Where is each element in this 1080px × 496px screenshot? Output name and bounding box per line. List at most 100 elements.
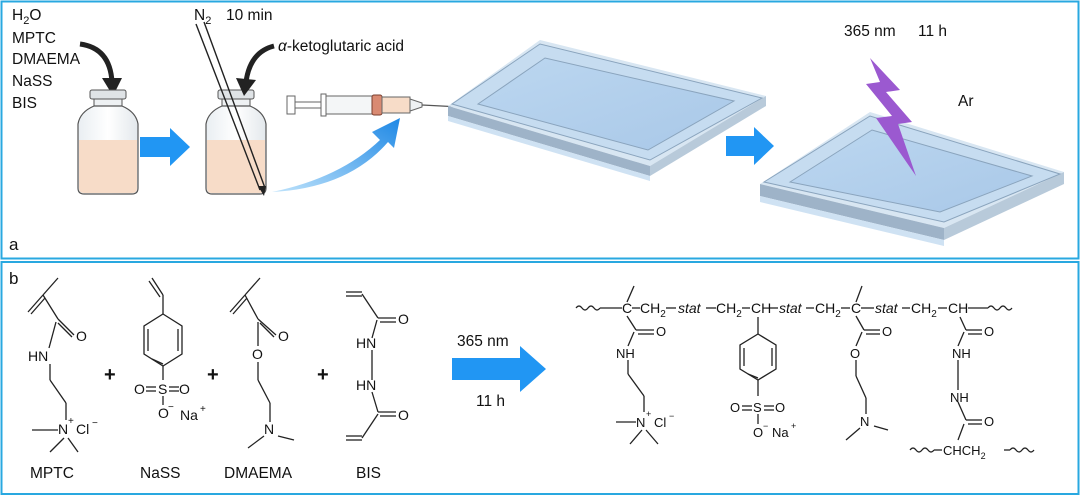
svg-text:−: − — [763, 421, 768, 431]
svg-text:HN: HN — [356, 335, 376, 351]
svg-text:S: S — [158, 381, 167, 397]
plus-signs: + + + — [104, 364, 329, 386]
svg-text:O: O — [850, 346, 860, 361]
uv-time: 11 h — [918, 23, 947, 40]
svg-text:−: − — [92, 418, 98, 429]
svg-text:O: O — [656, 324, 666, 339]
svg-text:CH2: CH2 — [640, 300, 666, 320]
svg-text:Cl: Cl — [76, 421, 89, 437]
svg-text:Na: Na — [180, 407, 198, 423]
svg-text:N: N — [58, 421, 68, 437]
initiator-label: α-ketoglutaric acid — [278, 38, 404, 55]
svg-text:NH: NH — [616, 346, 635, 361]
svg-text:N: N — [264, 421, 274, 437]
svg-text:O: O — [753, 425, 763, 440]
svg-text:NH: NH — [950, 390, 969, 405]
monomer-names: MPTC NaSS DMAEMA BIS — [30, 465, 381, 482]
addition-arrow-2 — [236, 43, 275, 96]
svg-text:O: O — [252, 346, 263, 362]
svg-text:CH2: CH2 — [815, 300, 841, 320]
svg-text:O: O — [134, 381, 145, 397]
panel-a-frame — [0, 0, 1080, 260]
svg-text:stat: stat — [779, 300, 803, 316]
injection-arrow — [272, 118, 400, 192]
dmaema-structure — [229, 277, 295, 449]
svg-text:CH2: CH2 — [716, 300, 742, 320]
n2-time: 10 min — [226, 7, 273, 24]
svg-text:O: O — [278, 328, 289, 344]
glass-mold-1 — [448, 40, 766, 181]
panel-b-label: b — [9, 269, 18, 288]
uv-wavelength: 365 nm — [844, 23, 896, 40]
reagent-mptc: MPTC — [12, 30, 56, 47]
svg-text:NH: NH — [952, 346, 971, 361]
svg-text:−: − — [168, 402, 174, 413]
svg-text:C: C — [851, 300, 861, 316]
svg-text:O: O — [76, 328, 87, 344]
atmosphere-label: Ar — [958, 93, 974, 110]
bottle-2 — [205, 89, 267, 195]
svg-text:+: + — [200, 404, 206, 415]
svg-text:+: + — [68, 416, 74, 427]
reagent-nass: NaSS — [12, 73, 53, 90]
svg-text:HN: HN — [28, 348, 48, 364]
reaction-wavelength: 365 nm — [457, 333, 509, 350]
svg-text:+: + — [646, 409, 651, 419]
panel-a-label: a — [9, 235, 19, 254]
svg-text:O: O — [882, 324, 892, 339]
polymer-side-groups — [616, 285, 1035, 453]
n2-label: N2 — [194, 7, 211, 27]
nass-structure — [143, 277, 183, 380]
svg-text:O: O — [984, 324, 994, 339]
polymer-atoms: O NH N + Cl − S O O O − Na + O O N O NH … — [616, 324, 994, 461]
bottle-1 — [77, 89, 139, 195]
svg-text:Na: Na — [772, 425, 789, 440]
n2-needle — [195, 21, 266, 196]
svg-text:O: O — [398, 311, 409, 327]
svg-text:CHCH2: CHCH2 — [943, 443, 986, 461]
svg-text:O: O — [398, 407, 409, 423]
svg-text:O: O — [984, 414, 994, 429]
panel-b-frame — [0, 261, 1080, 495]
svg-text:Cl: Cl — [654, 415, 666, 430]
process-arrow-1 — [140, 128, 190, 166]
polymer-backbone: C CH2 stat CH2 CH stat CH2 C stat CH2 CH — [575, 300, 1013, 320]
svg-text:NaSS: NaSS — [140, 465, 181, 482]
reaction-arrow — [452, 346, 546, 392]
svg-text:DMAEMA: DMAEMA — [224, 465, 293, 482]
svg-text:O: O — [730, 400, 740, 415]
svg-text:CH2: CH2 — [911, 300, 937, 320]
bis-structure — [346, 291, 396, 441]
monomer-atoms: O HN N + Cl − S O O O − Na + O O N O HN … — [28, 311, 409, 437]
glass-mold-2 — [760, 112, 1064, 246]
svg-text:O: O — [179, 381, 190, 397]
reaction-time: 11 h — [476, 393, 505, 410]
svg-text:+: + — [791, 421, 796, 431]
svg-text:stat: stat — [875, 300, 899, 316]
reagent-h2o: H2O — [12, 7, 41, 27]
svg-text:N: N — [636, 415, 645, 430]
uv-lightning-icon — [866, 58, 916, 176]
bottle-2-liquid — [207, 140, 265, 193]
svg-text:S: S — [753, 400, 762, 415]
sulfonate-bonds — [146, 386, 179, 405]
svg-text:CH: CH — [751, 300, 771, 316]
reagent-bis: BIS — [12, 95, 37, 112]
svg-text:stat: stat — [678, 300, 702, 316]
reagent-dmaema: DMAEMA — [12, 51, 81, 68]
svg-text:HN: HN — [356, 377, 376, 393]
svg-text:O: O — [775, 400, 785, 415]
svg-text:CH: CH — [948, 300, 968, 316]
svg-text:O: O — [158, 405, 169, 421]
svg-text:+: + — [104, 364, 116, 386]
svg-text:N: N — [860, 414, 869, 429]
svg-text:+: + — [317, 364, 329, 386]
svg-text:BIS: BIS — [356, 465, 381, 482]
svg-text:+: + — [207, 364, 219, 386]
bottle-1-liquid — [79, 140, 137, 193]
monomer-structures — [27, 277, 396, 453]
process-arrow-2 — [726, 127, 774, 165]
reagent-list: H2O MPTC DMAEMA NaSS BIS — [12, 7, 81, 112]
